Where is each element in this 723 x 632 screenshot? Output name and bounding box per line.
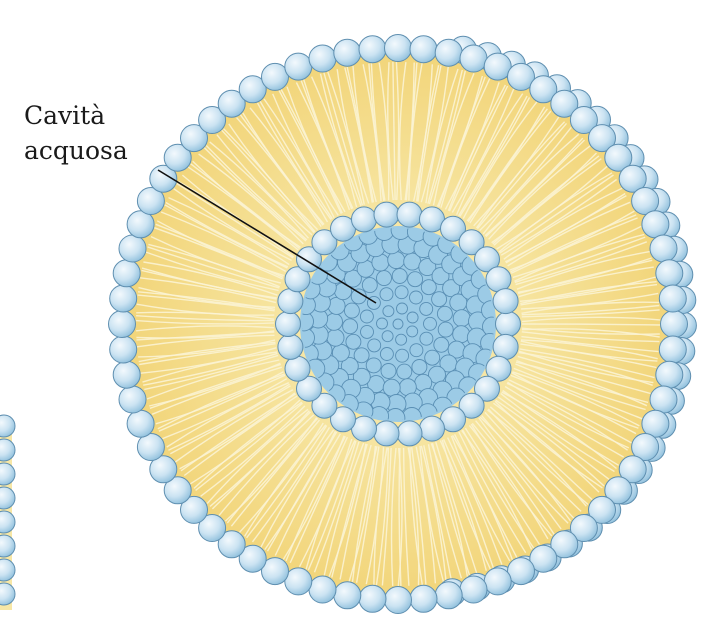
inner-polar-head	[278, 289, 303, 314]
outer-polar-head	[334, 582, 361, 609]
left-polar-head	[0, 535, 15, 557]
cavity-cell	[410, 344, 423, 357]
cavity-cell	[392, 269, 407, 284]
cavity-cell	[396, 334, 407, 345]
cavity-cell	[360, 310, 373, 323]
cavity-cell	[382, 331, 393, 342]
outer-polar-head	[127, 410, 154, 437]
left-polar-head	[0, 463, 15, 485]
outer-polar-head	[435, 582, 462, 609]
cavity-cell	[424, 317, 437, 330]
outer-polar-head	[309, 576, 336, 603]
cavity-cell	[453, 310, 470, 327]
cavity-cell	[434, 337, 449, 352]
cavity-cell	[377, 318, 388, 329]
outer-polar-head	[650, 235, 677, 262]
outer-polar-head	[385, 35, 412, 62]
left-polar-head	[0, 559, 15, 581]
inner-polar-head	[496, 312, 521, 337]
cavity-cell	[397, 364, 412, 379]
inner-polar-head	[278, 334, 303, 359]
inner-polar-head	[374, 202, 399, 227]
outer-polar-head	[119, 386, 146, 413]
cavity-cell	[412, 360, 427, 375]
cavity-cell	[397, 303, 408, 314]
outer-polar-head	[359, 36, 386, 63]
outer-polar-head	[656, 260, 683, 287]
outer-polar-head	[460, 576, 487, 603]
cavity-cell	[362, 278, 377, 293]
outer-polar-head	[659, 285, 686, 312]
cavity-cell	[380, 348, 393, 361]
cavity-cell	[438, 322, 453, 337]
outer-polar-head	[110, 336, 137, 363]
left-polar-head	[0, 487, 15, 509]
cavity-cell	[393, 319, 403, 329]
outer-polar-head	[110, 285, 137, 312]
cavity-cell	[395, 286, 408, 299]
outer-polar-head	[435, 39, 462, 66]
inner-polar-head	[397, 202, 422, 227]
outer-polar-head	[484, 568, 511, 595]
cavity-label-line-1: Cavità	[24, 103, 105, 128]
outer-polar-head	[642, 211, 669, 238]
cavity-cell	[408, 272, 423, 287]
inner-polar-head	[374, 421, 399, 446]
cavity-label-line-2: acquosa	[24, 138, 128, 163]
inner-polar-head	[352, 207, 377, 232]
cavity-cell	[381, 364, 396, 379]
left-polar-head	[0, 415, 15, 437]
cavity-cell	[420, 302, 433, 315]
outer-polar-head	[410, 585, 437, 612]
outer-polar-head	[109, 311, 136, 338]
cavity-cell	[453, 326, 470, 343]
left-polar-head	[0, 511, 15, 533]
outer-polar-head	[334, 39, 361, 66]
partial-bilayer-left	[0, 415, 15, 610]
inner-polar-head	[276, 312, 301, 337]
cavity-cell	[396, 349, 409, 362]
inner-polar-head	[493, 334, 518, 359]
cavity-cell	[383, 306, 394, 317]
cavity-cell	[407, 326, 418, 337]
cavity-cell	[410, 291, 423, 304]
cavity-cell	[437, 306, 452, 321]
cavity-cell	[380, 288, 393, 301]
outer-polar-head	[119, 235, 146, 262]
cavity-cell	[344, 303, 359, 318]
left-polar-head	[0, 439, 15, 461]
inner-polar-head	[420, 416, 445, 441]
outer-polar-head	[460, 45, 487, 72]
outer-polar-head	[661, 311, 688, 338]
cavity-cell	[361, 325, 374, 338]
cavity-cell	[377, 271, 392, 286]
outer-polar-head	[385, 587, 412, 614]
cavity-cell	[346, 334, 361, 349]
outer-polar-head	[650, 386, 677, 413]
outer-polar-head	[285, 53, 312, 80]
inner-polar-head	[397, 421, 422, 446]
cavity-cell	[407, 312, 418, 323]
outer-polar-head	[359, 585, 386, 612]
cavity-cell	[326, 313, 343, 330]
outer-polar-head	[659, 336, 686, 363]
cavity-cell	[366, 358, 381, 373]
cavity-cell	[420, 332, 433, 345]
cavity-cell	[425, 350, 440, 365]
left-polar-head	[0, 583, 15, 605]
outer-polar-head	[113, 361, 140, 388]
inner-polar-head	[486, 267, 511, 292]
outer-polar-head	[309, 45, 336, 72]
outer-polar-head	[410, 36, 437, 63]
outer-polar-head	[656, 361, 683, 388]
outer-polar-head	[113, 260, 140, 287]
cavity-cell	[368, 339, 381, 352]
inner-polar-head	[493, 289, 518, 314]
inner-polar-head	[285, 356, 310, 381]
cavity-cell	[343, 319, 358, 334]
